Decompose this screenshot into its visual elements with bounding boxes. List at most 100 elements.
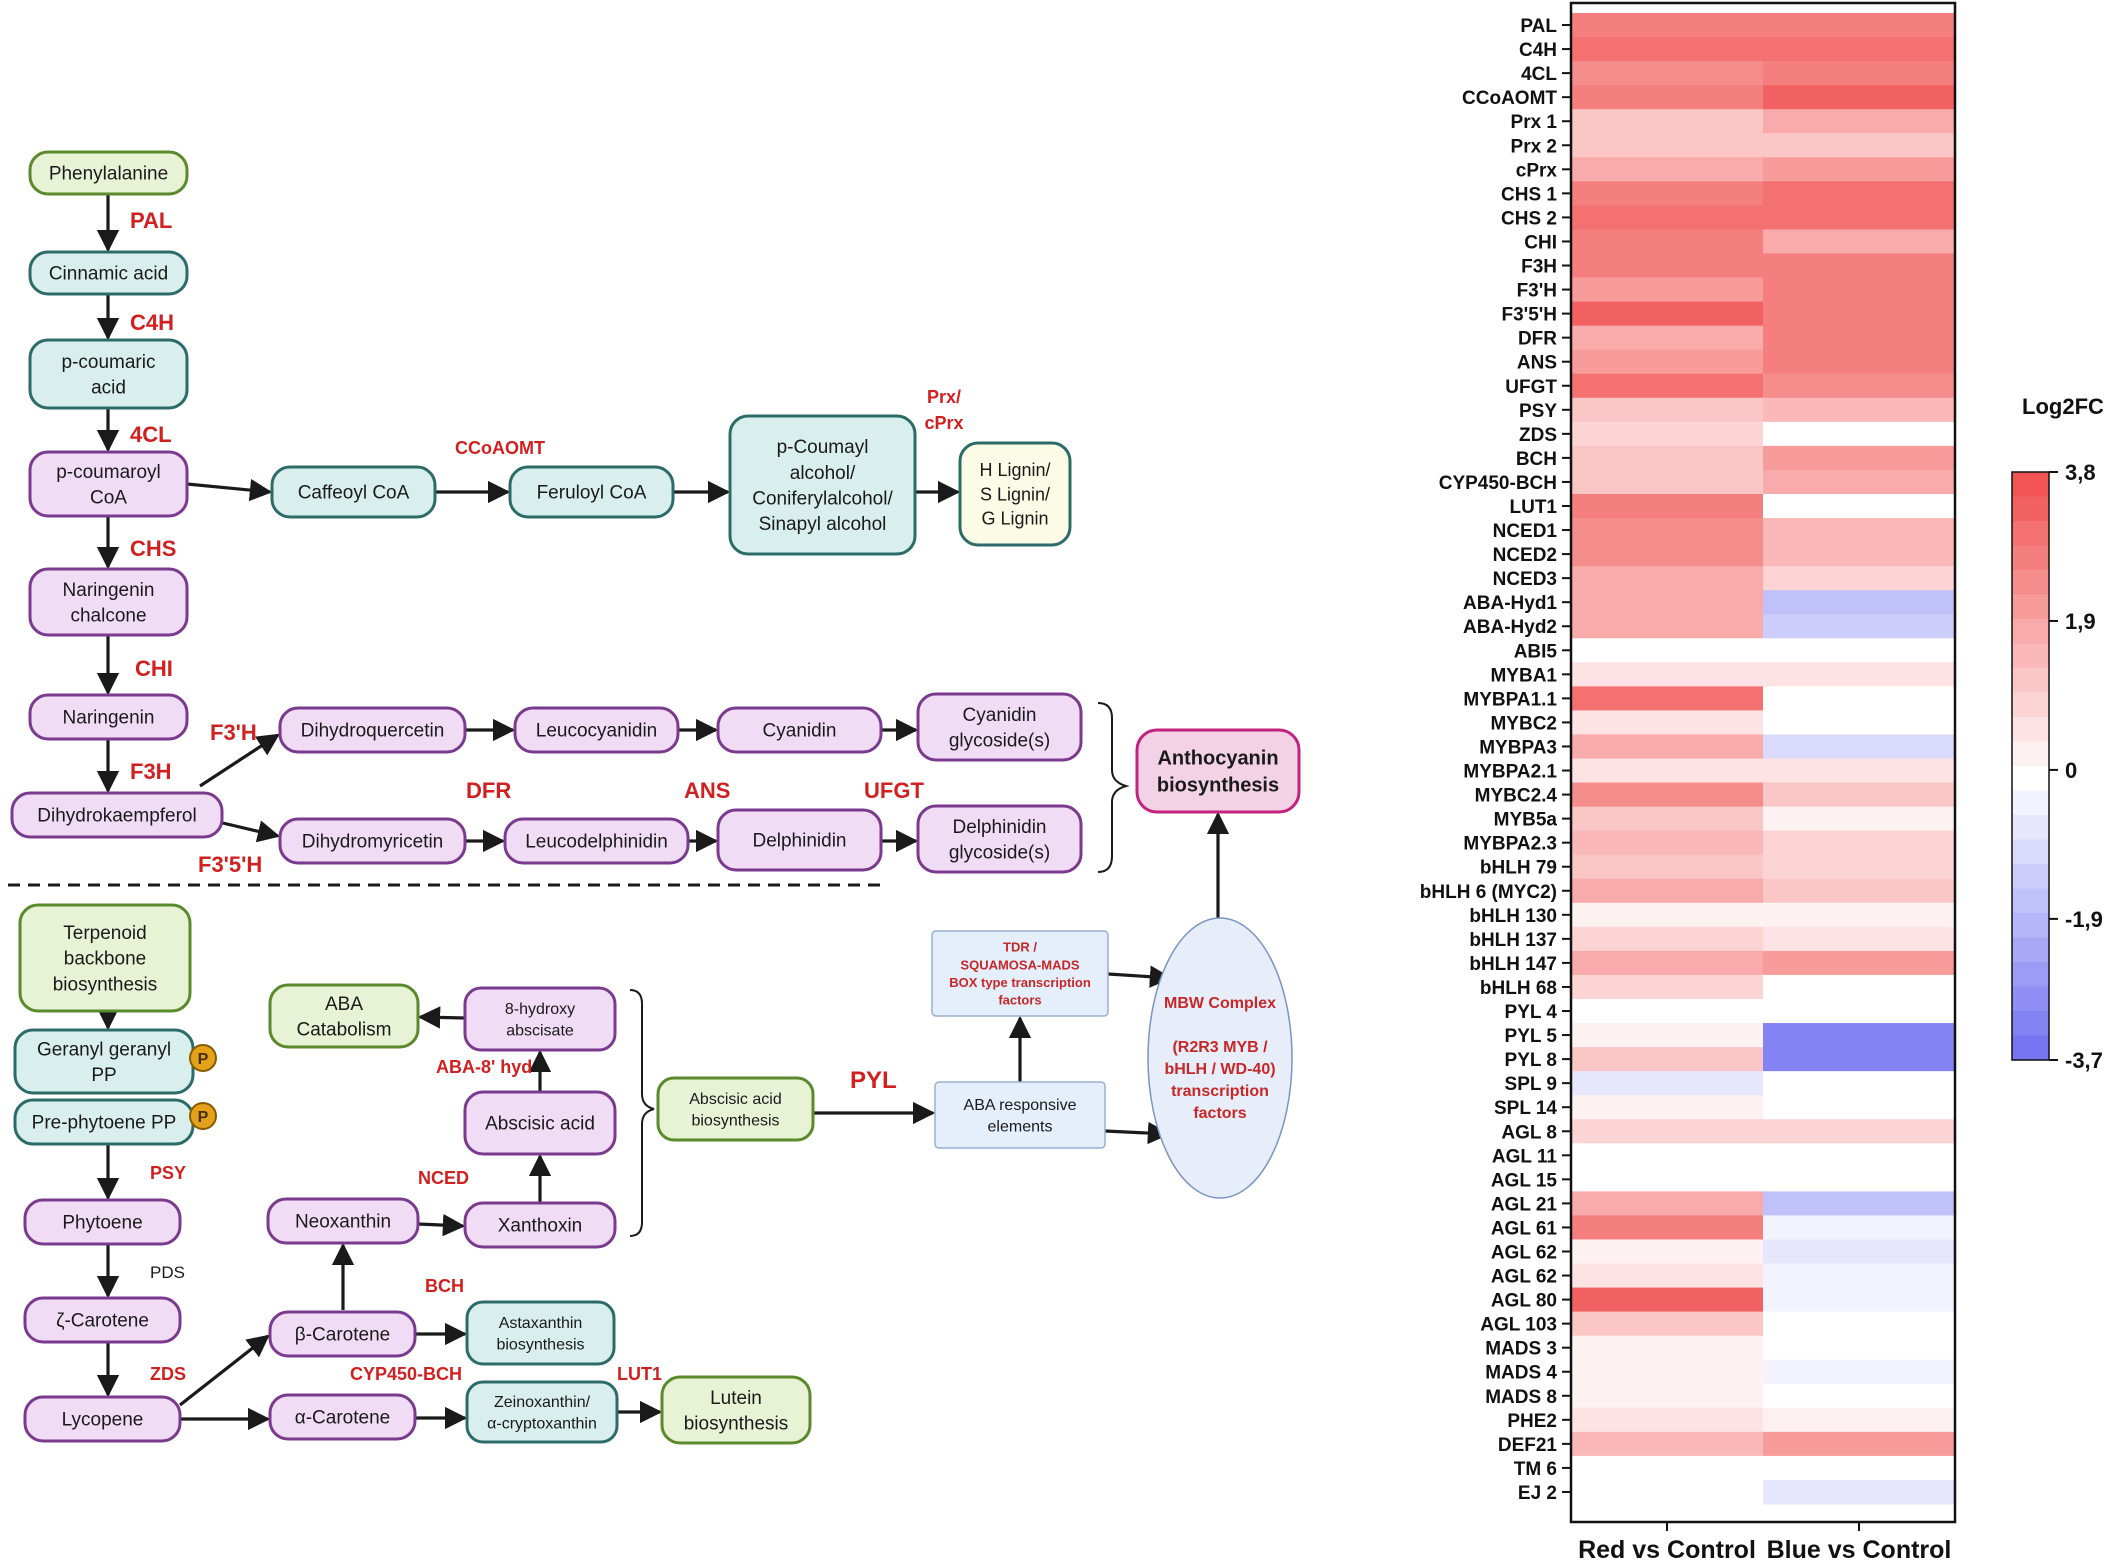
colorbar-tick-label: -1,9 [2065,907,2103,932]
node-label: transcription [1171,1083,1269,1100]
heatmap-row-label: CYP450-BCH [1439,473,1557,494]
heatmap-cell [1571,1167,1764,1192]
heatmap-cell [1571,373,1764,399]
heatmap-cell [1571,1023,1764,1048]
node-alcohols: p-Coumaylalcohol/Coniferylalcohol/Sinapy… [728,414,917,556]
heatmap-cell [1571,830,1764,856]
enzyme-label-zds: ZDS [150,1364,186,1384]
heatmap-row-label: ABA-Hyd1 [1463,593,1557,614]
heatmap-cell [1571,662,1764,687]
heatmap-cell [1571,1191,1764,1216]
node-box [931,930,1109,1017]
node-box [660,1375,812,1445]
heatmap-cell [1763,469,1956,495]
node-label: ζ-Carotene [56,1311,149,1332]
node-label: β-Carotene [295,1325,390,1346]
node-lignin: H Lignin/S Lignin/G Lignin [958,441,1072,547]
phosphate-badge-icon: P [189,1044,217,1072]
node-box [18,903,192,1013]
heatmap-cell [1571,926,1764,952]
heatmap-cell [1763,1215,1956,1240]
node-dihydroquercetin: Dihydroquercetin [278,706,467,754]
heatmap-cell [1571,1071,1764,1096]
node-cyanidin: Cyanidin [716,706,883,754]
heatmap-row-label: F3'H [1517,281,1557,302]
colorbar-tick-label: -3,7 [2065,1048,2103,1073]
heatmap-cell [1571,445,1764,471]
colorbar-step [2012,888,2049,914]
heatmap-row-label: MADS 8 [1485,1387,1557,1408]
node-label: Phytoene [62,1213,142,1234]
heatmap-cell [1571,1335,1764,1361]
heatmap-cell [1571,13,1764,38]
colorbar-step [2012,619,2049,645]
heatmap-cell [1571,950,1764,976]
node-box [513,706,680,754]
heatmap-row-label: AGL 80 [1491,1291,1557,1312]
node-box [716,808,883,872]
node-box [23,1296,182,1344]
heatmap-cell [1571,61,1764,86]
heatmap-cell [1571,1143,1764,1168]
heatmap-cell [1571,1239,1764,1265]
heatmap-cell [1571,974,1764,1000]
node-label: CoA [90,487,127,508]
colorbar-step [2012,668,2049,694]
node-label: H Lignin/ [979,460,1050,480]
heatmap-row-label: PYL 5 [1505,1026,1558,1047]
heatmap-cell [1571,229,1764,254]
node-label: acid [91,377,126,398]
colorbar-tick-label: 1,9 [2065,609,2096,634]
heatmap-cell [1763,950,1956,976]
node-label: abscisate [506,1022,574,1039]
colorbar-step [2012,643,2049,669]
node-box [28,693,189,741]
pathway-arrow [199,733,280,788]
heatmap-row-label: MYBPA2.1 [1463,762,1557,783]
node-label: MBW Complex [1164,995,1276,1012]
heatmap-cell [1763,998,1956,1024]
node-label: Abscisic acid [485,1114,595,1135]
node-label: glycoside(s) [949,842,1050,863]
colorbar-step [2012,839,2049,865]
heatmap-row-label: ANS [1517,353,1557,374]
heatmap-cell [1763,902,1956,928]
node-label: SQUAMOSA-MADS [960,957,1079,972]
enzyme-label-lut1: LUT1 [617,1364,662,1384]
phosphate-badge-label: P [198,1109,209,1126]
node-label: glycoside(s) [949,730,1050,751]
heatmap-row-label: MADS 3 [1485,1339,1557,1360]
node-label: Neoxanthin [295,1212,391,1233]
node-box [728,414,917,556]
pathway-annotations [8,702,1130,1237]
colorbar-step [2012,496,2049,522]
heatmap-cell [1571,734,1764,759]
heatmap-row-label: MYBC2 [1490,713,1557,734]
heatmap-cell [1763,1311,1956,1337]
heatmap-cell [1571,1263,1764,1289]
enzyme-label-ufgt: UFGT [864,778,924,803]
heatmap-cell [1763,782,1956,808]
heatmap-cell [1571,133,1764,158]
node-box [270,465,437,519]
heatmap-row-label: PYL 4 [1505,1002,1558,1023]
heatmap-cell [1763,758,1956,784]
heatmap-cell [1763,1095,1956,1120]
node-label: G Lignin [981,509,1048,529]
heatmap-cell [1571,1431,1764,1457]
heatmap-row-label: AGL 11 [1492,1146,1558,1167]
colorbar-step [2012,570,2049,596]
enzyme-label-psy: PSY [150,1163,186,1183]
heatmap-cell [1763,1479,1956,1505]
enzyme-label-chi: CHI [135,656,173,681]
heatmap-row-label: bHLH 147 [1469,954,1557,975]
heatmap-row-label: BCH [1516,449,1557,470]
enzyme-label-f3h: F3H [130,759,172,784]
